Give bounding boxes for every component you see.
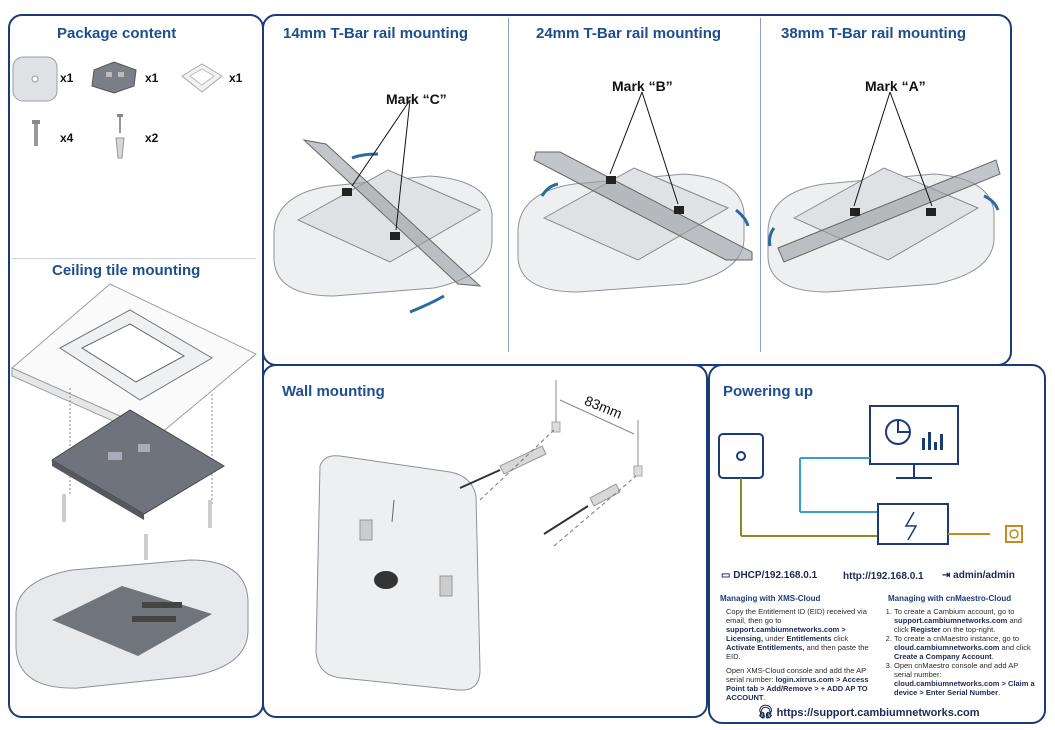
cnmaestro-instructions: To create a Cambium account, go to suppo… xyxy=(884,607,1036,697)
divider xyxy=(760,18,761,352)
powering-diagram xyxy=(718,405,1023,545)
qty-adapter: x1 xyxy=(229,71,243,85)
access-point-icon xyxy=(12,56,58,102)
mark-b-label: Mark “B” xyxy=(612,78,673,94)
wall-title: Wall mounting xyxy=(282,383,385,400)
xms-instructions: Copy the Entitlement ID (EID) received v… xyxy=(726,607,869,702)
xms-title: Managing with XMS-Cloud xyxy=(720,594,821,603)
headset-icon: 🎧︎ xyxy=(757,704,774,719)
rail24-title: 24mm T-Bar rail mounting xyxy=(536,25,722,42)
credentials-label: ⇥ admin/admin xyxy=(942,570,1015,581)
ceiling-tile-illustration xyxy=(11,283,257,689)
mark-c-label: Mark “C” xyxy=(386,91,447,107)
mark-a-label: Mark “A” xyxy=(865,78,926,94)
support-link[interactable]: 🎧︎ https://support.cambiumnetworks.com xyxy=(757,704,980,719)
divider xyxy=(12,258,256,259)
rail14-illustration xyxy=(273,99,493,314)
rail14-title: 14mm T-Bar rail mounting xyxy=(283,25,469,42)
wall-mount-illustration xyxy=(315,380,643,691)
power-frame xyxy=(708,364,1046,724)
ceiling-adapter-icon xyxy=(181,63,223,93)
ip-url-link[interactable]: http://192.168.0.1 xyxy=(843,571,924,582)
login-icon: ⇥ xyxy=(942,570,951,581)
package-frame xyxy=(8,14,264,718)
qty-screw: x4 xyxy=(60,131,74,145)
divider xyxy=(508,18,509,352)
monitor-icon: ▭ xyxy=(721,570,731,581)
rail24-illustration xyxy=(517,91,753,293)
cnmaestro-title: Managing with cnMaestro-Cloud xyxy=(888,594,1012,603)
qty-anchor: x2 xyxy=(145,131,159,145)
package-title: Package content xyxy=(57,25,177,42)
anchor-icon xyxy=(115,114,125,159)
rail38-title: 38mm T-Bar rail mounting xyxy=(781,25,967,42)
ceiling-title: Ceiling tile mounting xyxy=(52,262,201,279)
dhcp-label: ▭ DHCP/192.168.0.1 xyxy=(721,570,818,581)
qty-bracket: x1 xyxy=(145,71,159,85)
wall-frame xyxy=(262,364,708,718)
screw-icon xyxy=(32,120,40,146)
qty-ap: x1 xyxy=(60,71,74,85)
rail38-illustration xyxy=(767,91,1001,293)
power-title: Powering up xyxy=(723,383,813,400)
mounting-bracket-icon xyxy=(91,61,137,94)
